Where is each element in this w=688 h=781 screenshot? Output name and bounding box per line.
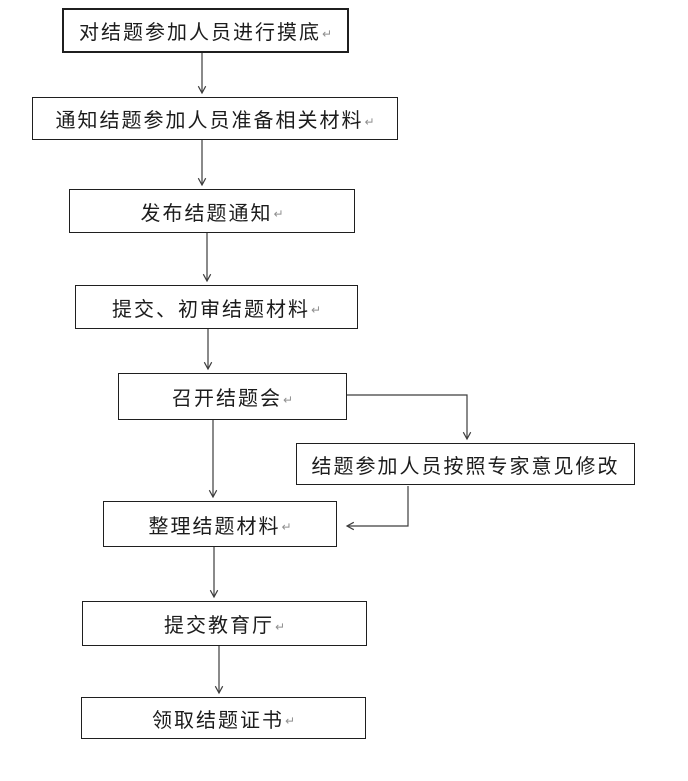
edge-n6-n7-merge	[345, 486, 409, 531]
flow-node-label: 领取结题证书	[151, 709, 284, 732]
flow-node-submit-education-department: 提交教育厅↵	[82, 601, 367, 646]
flow-node-revise-per-expert-opinions: 结题参加人员按照专家意见修改	[296, 443, 635, 485]
edge-n5-n6-branch	[347, 394, 472, 441]
flow-node-label: 对结题参加人员进行摸底	[78, 22, 321, 44]
paragraph-return-mark: ↵	[321, 26, 333, 41]
flow-node-publish-notice: 发布结题通知↵	[69, 189, 355, 233]
paragraph-return-mark: ↵	[273, 207, 284, 221]
flow-node-label: 整理结题材料	[148, 515, 281, 538]
paragraph-return-mark: ↵	[310, 303, 322, 317]
flow-node-notify-prepare-materials: 通知结题参加人员准备相关材料↵	[32, 97, 398, 140]
flow-node-label: 提交、初审结题材料	[111, 298, 310, 321]
flow-node-label: 结题参加人员按照专家意见修改	[311, 455, 620, 478]
flow-node-hold-conclusion-meeting: 召开结题会↵	[118, 373, 347, 420]
flow-node-label: 通知结题参加人员准备相关材料	[55, 110, 364, 132]
flow-node-label: 发布结题通知	[140, 202, 273, 225]
paragraph-return-mark: ↵	[274, 619, 286, 634]
paragraph-return-mark: ↵	[282, 392, 294, 407]
flow-node-receive-certificate: 领取结题证书↵	[81, 697, 366, 739]
paragraph-return-mark: ↵	[281, 520, 292, 534]
flow-node-survey-participants: 对结题参加人员进行摸底↵	[62, 8, 349, 53]
flow-node-label: 提交教育厅	[163, 615, 274, 637]
flow-node-label: 召开结题会	[171, 388, 282, 410]
flow-node-submit-initial-review: 提交、初审结题材料↵	[75, 285, 358, 329]
paragraph-return-mark: ↵	[364, 114, 375, 129]
paragraph-return-mark: ↵	[284, 714, 296, 728]
flow-node-organize-materials: 整理结题材料↵	[103, 501, 337, 547]
